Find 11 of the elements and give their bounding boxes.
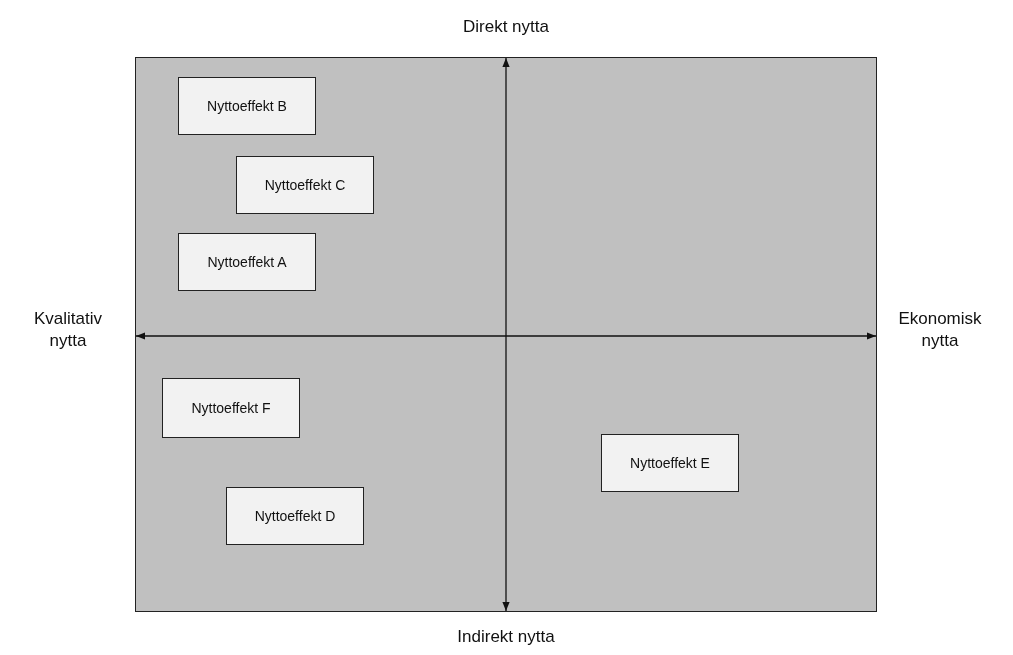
benefit-box: Nyttoeffekt F	[162, 378, 300, 438]
axis-label: Direkt nytta	[462, 16, 550, 38]
axis-label: Kvalitativ nytta	[33, 308, 103, 353]
axis-label: Ekonomisk nytta	[897, 308, 983, 353]
benefit-box: Nyttoeffekt C	[236, 156, 374, 214]
axis-label: Indirekt nytta	[456, 626, 556, 648]
benefit-box: Nyttoeffekt D	[226, 487, 364, 545]
benefit-box: Nyttoeffekt B	[178, 77, 316, 135]
benefit-box: Nyttoeffekt A	[178, 233, 316, 291]
benefit-box: Nyttoeffekt E	[601, 434, 739, 492]
quadrant-panel	[135, 57, 877, 612]
